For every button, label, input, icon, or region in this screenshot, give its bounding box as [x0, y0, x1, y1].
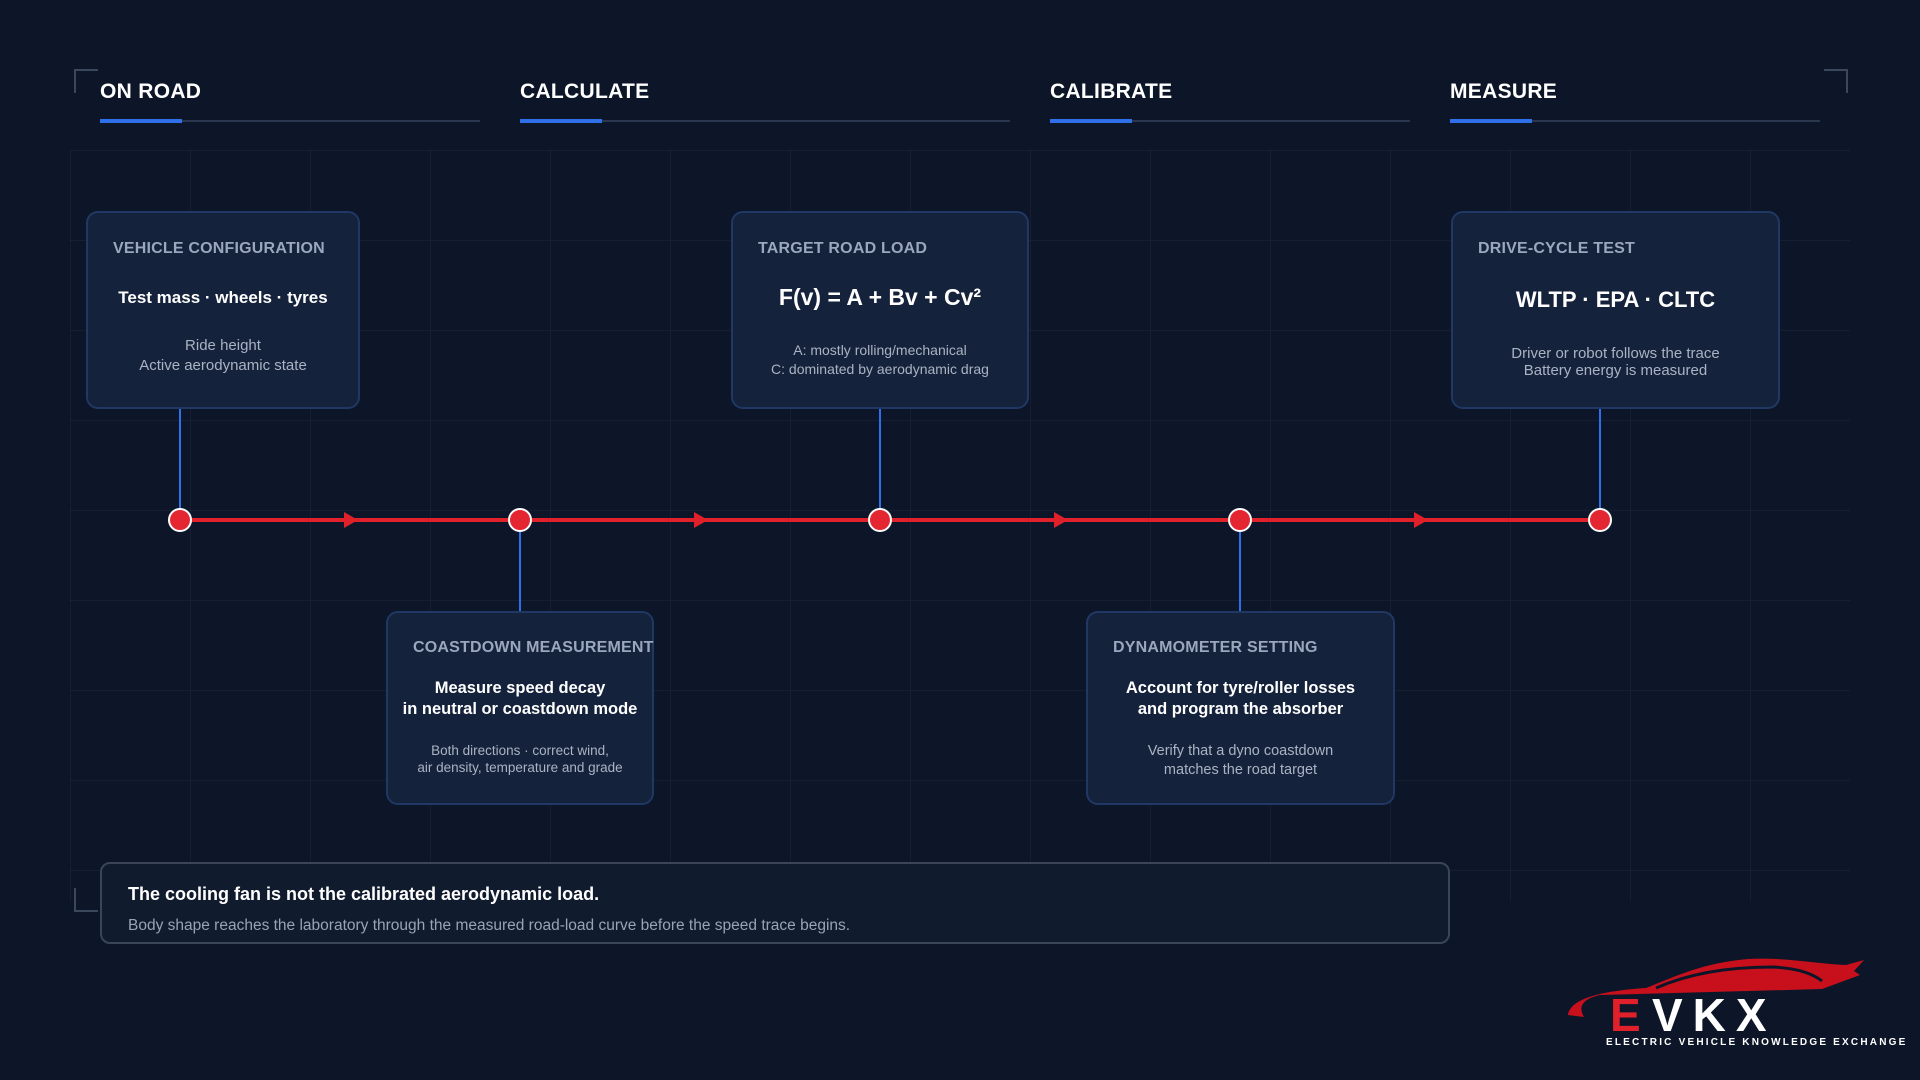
flow-arrow	[1414, 512, 1428, 528]
connector-target-road-load	[879, 408, 881, 520]
key-takeaway-note: The cooling fan is not the calibrated ae…	[100, 862, 1450, 944]
note-text: Body shape reaches the laboratory throug…	[128, 917, 851, 934]
phase-rule	[100, 120, 480, 122]
phase-calibrate: CALIBRATE	[1050, 80, 1410, 123]
corner-bracket-top-right	[1824, 69, 1848, 93]
phase-rule	[1050, 120, 1410, 122]
card-detail: C: dominated by aerodynamic drag	[771, 361, 989, 377]
card-headline: Test mass · wheels · tyres	[118, 288, 328, 307]
card-headline: and program the absorber	[1137, 700, 1344, 718]
card-title: COASTDOWN MEASUREMENT	[413, 639, 654, 656]
phase-accent	[1450, 119, 1532, 123]
card-vehicle-configuration: VEHICLE CONFIGURATION Test mass · wheels…	[86, 211, 360, 409]
card-headline: WLTP · EPA · CLTC	[1515, 287, 1716, 312]
card-detail: A: mostly rolling/mechanical	[793, 342, 967, 358]
flow-arrow	[694, 512, 708, 528]
logo-wordmark-e: E	[1610, 989, 1649, 1041]
phase-label: CALCULATE	[520, 80, 650, 103]
timeline-node-coastdown-measurement	[508, 508, 532, 532]
flow-arrow	[1054, 512, 1068, 528]
card-detail: Active aerodynamic state	[139, 357, 307, 374]
note-title: The cooling fan is not the calibrated ae…	[128, 884, 600, 904]
card-title: DRIVE-CYCLE TEST	[1478, 240, 1635, 257]
phase-accent	[520, 119, 602, 123]
card-drive-cycle-test: DRIVE-CYCLE TEST WLTP · EPA · CLTC Drive…	[1451, 211, 1780, 409]
card-formula: F(v) = A + Bv + Cv²	[778, 284, 982, 310]
logo-tagline: ELECTRIC VEHICLE KNOWLEDGE EXCHANGE	[1606, 1037, 1908, 1048]
corner-bracket-top-left	[74, 69, 98, 93]
phase-label: CALIBRATE	[1050, 80, 1173, 103]
phase-label: MEASURE	[1450, 80, 1558, 103]
phase-on-road: ON ROAD	[100, 80, 480, 123]
card-headline: Measure speed decay	[434, 679, 606, 697]
phase-accent	[100, 119, 182, 123]
phase-measure: MEASURE	[1450, 80, 1820, 123]
card-title: VEHICLE CONFIGURATION	[113, 240, 325, 257]
phase-calculate: CALCULATE	[520, 80, 1010, 123]
timeline-node-drive-cycle-test	[1588, 508, 1612, 532]
logo-car-silhouette	[1568, 958, 1864, 1017]
connector-dynamometer-setting	[1239, 520, 1241, 612]
card-detail: matches the road target	[1163, 762, 1318, 778]
card-target-road-load: TARGET ROAD LOAD F(v) = A + Bv + Cv² A: …	[731, 211, 1029, 409]
phase-rule	[520, 120, 1010, 122]
logo-wordmark: E VKX	[1610, 989, 1777, 1041]
card-detail: Both directions · correct wind,	[431, 743, 609, 758]
timeline-node-dynamometer-setting	[1228, 508, 1252, 532]
card-headline: Account for tyre/roller losses	[1125, 679, 1356, 697]
card-title: TARGET ROAD LOAD	[758, 240, 928, 257]
card-title: DYNAMOMETER SETTING	[1113, 639, 1318, 656]
corner-bracket-bottom-left	[74, 888, 98, 912]
card-headline: in neutral or coastdown mode	[402, 700, 638, 718]
connector-drive-cycle-test	[1599, 408, 1601, 520]
card-coastdown-measurement: COASTDOWN MEASUREMENT Measure speed deca…	[386, 611, 654, 805]
evkx-logo: E VKX	[1568, 958, 1864, 1041]
card-dynamometer-setting: DYNAMOMETER SETTING Account for tyre/rol…	[1086, 611, 1395, 805]
card-detail: Ride height	[185, 337, 261, 354]
logo-wordmark-vkx: VKX	[1652, 989, 1777, 1041]
card-detail: Driver or robot follows the trace	[1511, 345, 1720, 362]
flow-arrow	[344, 512, 358, 528]
connector-vehicle-configuration	[179, 408, 181, 520]
timeline-node-vehicle-configuration	[168, 508, 192, 532]
connector-coastdown-measurement	[519, 520, 521, 612]
phase-label: ON ROAD	[100, 80, 202, 103]
card-detail: Battery energy is measured	[1523, 362, 1708, 379]
timeline-node-target-road-load	[868, 508, 892, 532]
phase-accent	[1050, 119, 1132, 123]
card-detail: Verify that a dyno coastdown	[1147, 743, 1334, 759]
phase-rule	[1450, 120, 1820, 122]
card-detail: air density, temperature and grade	[417, 760, 623, 775]
